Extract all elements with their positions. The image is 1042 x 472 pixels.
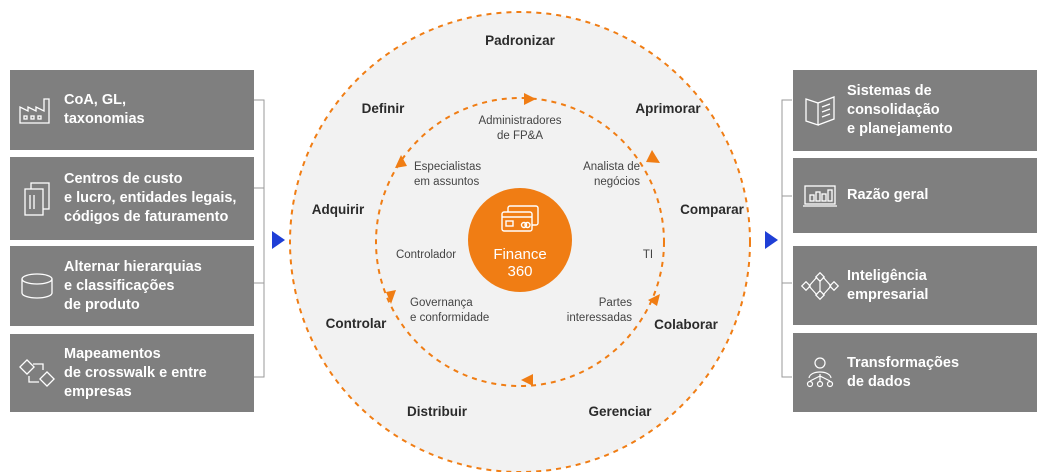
- finance-360-hub: Finance 360: [468, 188, 572, 292]
- outer-label-adquirir: Adquirir: [311, 202, 365, 217]
- target-box-consolidation: Sistemas de consolidação e planejamento: [793, 70, 1037, 151]
- inner-dashed-ring: [375, 97, 665, 387]
- source-box-label: CoA, GL, taxonomias: [64, 92, 145, 127]
- hub-title-line2: 360: [507, 263, 533, 280]
- inner-arrow-top: [524, 93, 536, 105]
- ledger-chart-icon: [793, 158, 847, 233]
- outer-label-aprimorar: Aprimorar: [635, 101, 701, 116]
- source-box-crosswalk: Mapeamentos de crosswalk e entre empresa…: [10, 334, 254, 412]
- inner-label-administradores: Administradores de FP&A: [478, 115, 562, 142]
- source-box-coa: CoA, GL, taxonomias: [10, 70, 254, 150]
- target-box-label: Inteligência empresarial: [847, 267, 929, 303]
- source-box-label: Mapeamentos de crosswalk e entre empresa…: [64, 345, 207, 400]
- book-icon: [793, 70, 847, 151]
- outer-label-controlar: Controlar: [325, 316, 387, 331]
- crosswalk-icon: [10, 334, 64, 412]
- outer-label-padronizar: Padronizar: [485, 33, 555, 48]
- target-box-ledger: Razão geral: [793, 158, 1037, 233]
- inner-arrow-right-upper: [646, 150, 660, 163]
- source-box-label: Centros de custo e lucro, entidades lega…: [64, 171, 237, 225]
- source-box-hierarchies: Alternar hierarquias e classificações de…: [10, 246, 254, 326]
- inner-arrow-left-lower: [386, 290, 396, 304]
- right-bracket: [781, 99, 792, 378]
- target-box-transformations: Transformações de dados: [793, 333, 1037, 412]
- target-box-label: Sistemas de consolidação e planejamento: [847, 83, 953, 137]
- left-flow-arrow: [272, 231, 285, 249]
- inner-label-ti: TI: [642, 249, 654, 261]
- target-box-label: Transformações de dados: [847, 354, 960, 390]
- inner-arrow-bottom: [521, 374, 533, 386]
- outer-label-distribuir: Distribuir: [406, 404, 467, 419]
- person-hierarchy-icon: [793, 333, 847, 412]
- inner-label-controlador: Controlador: [395, 249, 457, 261]
- inner-arrow-left-upper: [395, 155, 407, 168]
- factory-icon: [10, 70, 64, 150]
- inner-arrow-right-lower: [648, 294, 660, 306]
- inner-label-especialistas: Especialistas em assuntos: [414, 161, 482, 188]
- hub-title-line1: Finance: [493, 246, 547, 263]
- database-icon: [10, 246, 64, 326]
- target-box-bi: Inteligência empresarial: [793, 246, 1037, 325]
- target-box-label: Razão geral: [847, 187, 929, 203]
- inner-label-governanca: Governança e conformidade: [410, 297, 490, 324]
- outer-label-comparar: Comparar: [680, 202, 744, 217]
- outer-label-definir: Definir: [361, 101, 405, 116]
- network-icon: [793, 246, 847, 325]
- source-box-label: Alternar hierarquias e classificações de…: [64, 258, 202, 313]
- inner-label-partes: Partes interessadas: [566, 297, 632, 324]
- left-bracket: [254, 99, 265, 378]
- outer-label-gerenciar: Gerenciar: [588, 404, 652, 419]
- credit-cards-icon: [501, 205, 539, 232]
- right-flow-arrow: [765, 231, 778, 249]
- outer-dashed-ring: [289, 11, 751, 472]
- inner-label-analista: Analista de negócios: [583, 161, 640, 188]
- outer-label-colaborar: Colaborar: [654, 317, 718, 332]
- source-box-cost-centers: Centros de custo e lucro, entidades lega…: [10, 157, 254, 240]
- documents-icon: [10, 157, 64, 240]
